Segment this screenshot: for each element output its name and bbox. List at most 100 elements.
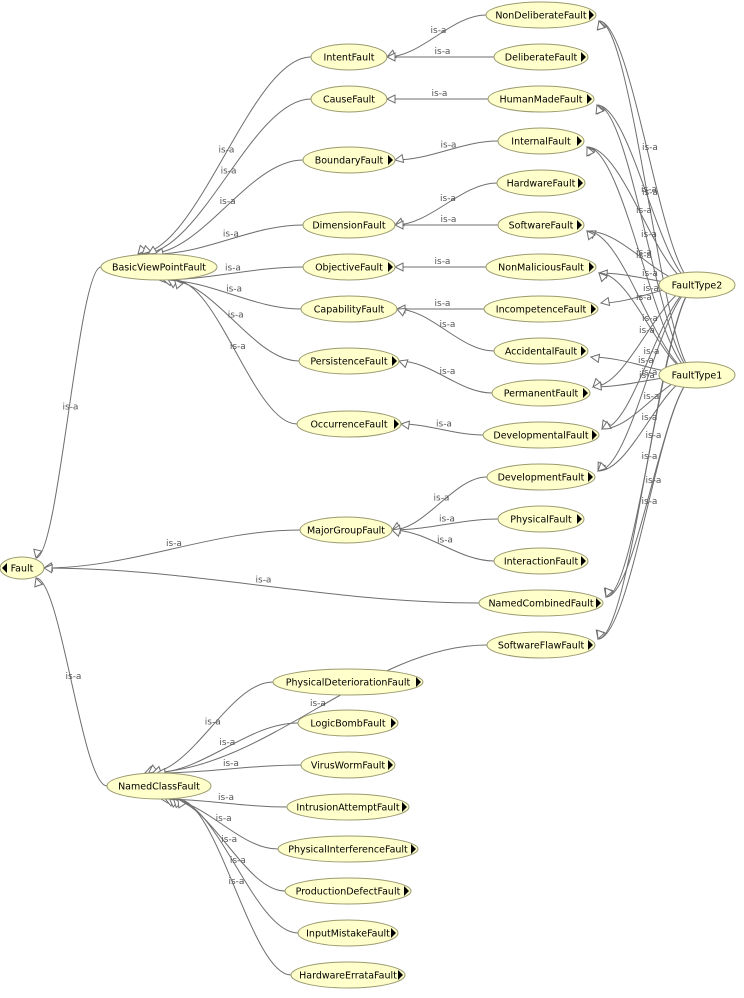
node-dimension[interactable]: DimensionFault (302, 211, 396, 239)
node-fault[interactable]: Fault (0, 556, 45, 580)
expand-right-icon[interactable] (404, 886, 409, 896)
node-shape (284, 877, 412, 905)
expand-right-icon[interactable] (589, 262, 594, 272)
expand-right-icon[interactable] (581, 52, 586, 62)
expand-right-icon[interactable] (388, 262, 393, 272)
expand-right-icon[interactable] (391, 928, 396, 938)
edge-label: is-a (441, 215, 457, 225)
node-shape (485, 253, 597, 281)
expand-right-icon[interactable] (388, 760, 393, 770)
node-logicbomb[interactable]: LogicBombFault (297, 709, 399, 737)
node-namedcombined[interactable]: NamedCombinedFault (478, 589, 604, 617)
expand-left-icon[interactable] (2, 563, 7, 573)
node-bvpf[interactable]: BasicViewPointFault (100, 253, 218, 281)
node-incompetence[interactable]: IncompetenceFault (483, 295, 599, 323)
node-cause[interactable]: CauseFault (310, 85, 388, 113)
expand-right-icon[interactable] (581, 556, 586, 566)
node-shape (497, 211, 585, 239)
node-namedclass[interactable]: NamedClassFault (106, 772, 212, 800)
node-shape (310, 43, 388, 71)
node-label: PersistenceFault (310, 357, 387, 368)
expand-right-icon[interactable] (589, 10, 594, 20)
node-label: CapabilityFault (314, 305, 385, 316)
node-ft2[interactable]: FaultType2 (658, 271, 736, 299)
node-deliberate[interactable]: DeliberateFault (493, 43, 589, 71)
expand-right-icon[interactable] (391, 718, 396, 728)
node-physical[interactable]: PhysicalFault (497, 505, 585, 533)
node-software[interactable]: SoftwareFault (497, 211, 585, 239)
edge-label: is-a (434, 494, 450, 504)
node-permanent[interactable]: PermanentFault (491, 379, 591, 407)
node-internal[interactable]: InternalFault (497, 127, 585, 155)
expand-right-icon[interactable] (591, 304, 596, 314)
expand-right-icon[interactable] (394, 419, 399, 429)
expand-right-icon[interactable] (392, 356, 397, 366)
expand-right-icon[interactable] (577, 136, 582, 146)
edge-namedclass-to-fault (35, 577, 108, 787)
node-ft1[interactable]: FaultType1 (658, 361, 736, 389)
node-objective[interactable]: ObjectiveFault (302, 253, 396, 281)
edge-label: is-a (228, 311, 244, 321)
expand-right-icon[interactable] (596, 598, 601, 608)
node-shape (310, 85, 388, 113)
node-developmental[interactable]: DevelopmentalFault (482, 421, 600, 449)
edge-development-to-majorgroup (391, 476, 488, 531)
node-development[interactable]: DevelopmentFault (486, 463, 596, 491)
node-capability[interactable]: CapabilityFault (300, 295, 398, 323)
node-shape (106, 772, 212, 800)
edge-arrowhead (595, 103, 605, 115)
edge-label: is-a (641, 185, 657, 195)
edge-permanent-to-persistence (398, 360, 493, 394)
expand-right-icon[interactable] (583, 388, 588, 398)
node-softwareflaw[interactable]: SoftwareFlawFault (486, 631, 596, 659)
expand-right-icon[interactable] (587, 94, 592, 104)
node-shape (493, 43, 589, 71)
node-physdet[interactable]: PhysicalDeteriorationFault (272, 668, 424, 696)
edge-label: is-a (220, 197, 236, 207)
expand-right-icon[interactable] (398, 970, 403, 980)
expand-right-icon[interactable] (402, 802, 407, 812)
node-persistence[interactable]: PersistenceFault (298, 347, 400, 375)
node-label: HardwareFault (507, 179, 576, 190)
node-interaction[interactable]: InteractionFault (493, 547, 589, 575)
edge-intent-to-bvpf (137, 56, 312, 255)
edge-arrowhead (596, 629, 606, 641)
edge-internal-to-boundary (394, 140, 499, 161)
node-proddefect[interactable]: ProductionDefectFault (284, 877, 412, 905)
node-majorgroup[interactable]: MajorGroupFault (299, 516, 393, 544)
node-nondeliberate[interactable]: NonDeliberateFault (485, 1, 597, 29)
node-hardware[interactable]: HardwareFault (496, 169, 586, 197)
node-inputmistake[interactable]: InputMistakeFault (297, 919, 399, 947)
edge-arrowhead (393, 153, 405, 164)
node-label: DevelopmentFault (498, 473, 585, 484)
node-boundary[interactable]: BoundaryFault (302, 146, 396, 174)
node-physinterf[interactable]: PhysicalInterferenceFault (277, 835, 419, 863)
expand-right-icon[interactable] (588, 640, 593, 650)
node-intent[interactable]: IntentFault (310, 43, 388, 71)
node-occurrence[interactable]: OccurrenceFault (296, 410, 402, 438)
expand-right-icon[interactable] (577, 220, 582, 230)
node-label: OccurrenceFault (310, 420, 387, 431)
expand-right-icon[interactable] (411, 844, 416, 854)
node-hwerrata[interactable]: HardwareErrataFault (290, 961, 406, 989)
node-shape (497, 505, 585, 533)
node-label: DevelopmentalFault (493, 431, 588, 442)
edge-nondeliberate-to-intent (386, 14, 487, 58)
node-label: SoftwareFault (509, 221, 574, 232)
expand-right-icon[interactable] (578, 178, 583, 188)
expand-right-icon[interactable] (592, 430, 597, 440)
node-humanmade[interactable]: HumanMadeFault (487, 85, 595, 113)
expand-right-icon[interactable] (577, 514, 582, 524)
node-virusworm[interactable]: VirusWormFault (300, 751, 396, 779)
expand-right-icon[interactable] (388, 155, 393, 165)
node-nonmalicious[interactable]: NonMaliciousFault (485, 253, 597, 281)
node-intrusion[interactable]: IntrusionAttemptFault (286, 793, 410, 821)
node-accidental[interactable]: AccidentalFault (493, 337, 589, 365)
edge-label: is-a (230, 856, 246, 866)
expand-right-icon[interactable] (588, 472, 593, 482)
expand-right-icon[interactable] (581, 346, 586, 356)
edge-arrowhead (591, 381, 602, 391)
expand-right-icon[interactable] (416, 677, 421, 687)
node-shape (298, 347, 400, 375)
edge-ft1-to-nondeliberate (598, 20, 698, 376)
